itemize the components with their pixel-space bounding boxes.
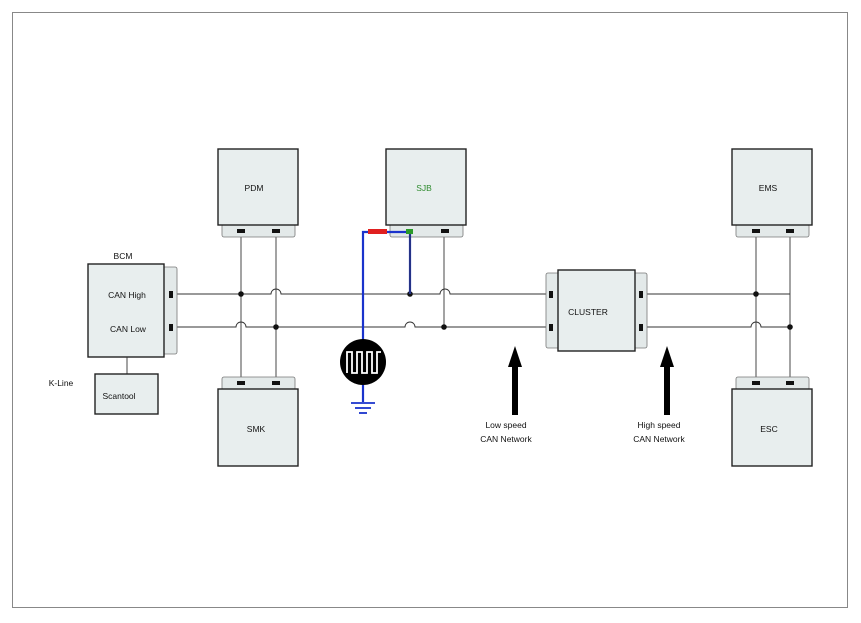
low-speed-label-line1: Low speed xyxy=(485,420,526,430)
fuse-icon xyxy=(368,229,387,234)
junction-node xyxy=(238,291,244,297)
diagram-frame xyxy=(12,12,848,608)
cluster-label: CLUSTER xyxy=(568,307,608,317)
can-high-label: CAN High xyxy=(108,290,146,300)
oscilloscope-icon xyxy=(340,339,386,385)
junction-node xyxy=(441,324,447,330)
junction-node xyxy=(787,324,793,330)
arrow-up-icon xyxy=(660,346,674,415)
junction-node xyxy=(273,324,279,330)
pdm-label: PDM xyxy=(245,183,264,193)
ems-module[interactable]: EMS xyxy=(731,148,813,238)
ems-label: EMS xyxy=(759,183,778,193)
cluster-module[interactable]: CLUSTER xyxy=(545,269,648,352)
bcm-label: BCM xyxy=(114,251,133,261)
smk-module[interactable]: SMK xyxy=(217,376,299,467)
junction-node xyxy=(753,291,759,297)
can-low-wire-left xyxy=(175,321,550,328)
high-speed-label-line2: CAN Network xyxy=(633,434,685,444)
arrow-up-icon xyxy=(508,346,522,415)
can-low-wire-right xyxy=(642,321,790,328)
ground-wire xyxy=(361,230,412,340)
k-line-label: K-Line xyxy=(49,378,74,388)
esc-label: ESC xyxy=(760,424,777,434)
high-speed-label-line1: High speed xyxy=(637,420,680,430)
ground-icon xyxy=(351,402,375,414)
scantool-module[interactable]: Scantool xyxy=(94,373,159,415)
pdm-module[interactable]: PDM xyxy=(217,148,299,238)
can-high-wire-left xyxy=(175,288,550,295)
sjb-label: SJB xyxy=(416,183,432,193)
can-low-label: CAN Low xyxy=(110,324,147,334)
bcm-module[interactable]: CAN High CAN Low xyxy=(87,263,178,358)
smk-label: SMK xyxy=(247,424,266,434)
sjb-module[interactable]: SJB xyxy=(385,148,467,238)
low-speed-label-line2: CAN Network xyxy=(480,434,532,444)
tap-connector-icon xyxy=(406,229,413,234)
scantool-label: Scantool xyxy=(102,391,135,401)
esc-module[interactable]: ESC xyxy=(731,376,813,467)
